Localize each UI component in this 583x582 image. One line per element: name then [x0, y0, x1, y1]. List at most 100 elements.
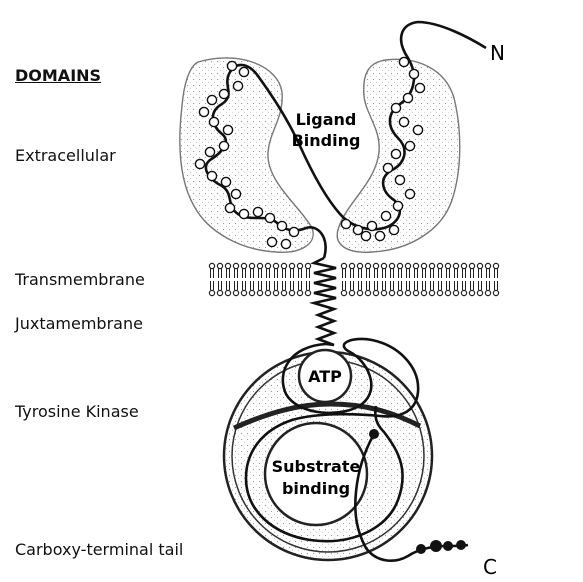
residue-marker [288, 226, 300, 238]
ligand-binding-label-line1: Ligand [296, 110, 357, 129]
lipid-tail [382, 281, 386, 290]
lipid-tail [282, 281, 286, 290]
lipid-head [224, 289, 232, 297]
lipid-head [248, 262, 256, 270]
lipid-tail [486, 268, 490, 278]
residue-marker [398, 116, 410, 128]
lipid-tail [430, 281, 434, 290]
lipid-head [208, 262, 216, 270]
lipid-head [304, 262, 312, 270]
lipid-bilayer [208, 262, 500, 297]
residue-marker [382, 162, 394, 174]
residue-marker [392, 200, 404, 212]
residue-marker [218, 140, 230, 152]
lipid-head [420, 262, 428, 270]
lipid-tail [234, 281, 238, 290]
phosphotyrosine-site [456, 540, 466, 550]
residue-marker [360, 230, 372, 242]
phosphotyrosine-site [430, 540, 442, 552]
lipid-head [396, 262, 404, 270]
residue-marker [414, 82, 426, 94]
lipid-head [460, 289, 468, 297]
lipid-tail [250, 268, 254, 278]
label-transmembrane: Transmembrane [15, 270, 145, 289]
lipid-head [412, 262, 420, 270]
lipid-head [380, 262, 388, 270]
lipid-head [372, 289, 380, 297]
lipid-head [460, 262, 468, 270]
lipid-head [280, 262, 288, 270]
residue-marker [352, 224, 364, 236]
substrate-binding-pocket [263, 421, 369, 527]
residue-marker [264, 212, 276, 224]
lipid-head [232, 289, 240, 297]
lipid-head [272, 289, 280, 297]
polypeptide-chain-kinase [244, 337, 420, 543]
atp-label: ATP [308, 367, 342, 386]
lipid-tail [446, 281, 450, 290]
lipid-head [404, 262, 412, 270]
lipid-head [224, 262, 232, 270]
lipid-tail [250, 281, 254, 290]
lipid-head [484, 289, 492, 297]
residue-marker [252, 206, 264, 218]
lipid-head [444, 289, 452, 297]
lipid-head [428, 289, 436, 297]
lipid-tail [358, 268, 362, 278]
lipid-tail [298, 268, 302, 278]
label-juxtamembrane: Juxtamembrane [15, 314, 143, 333]
lipid-head [296, 289, 304, 297]
lipid-head [248, 289, 256, 297]
residue-marker [194, 158, 206, 170]
lipid-tail [274, 268, 278, 278]
lipid-head [476, 289, 484, 297]
lipid-tail [462, 268, 466, 278]
residue-marker [206, 94, 218, 106]
phosphotyrosine-site [443, 541, 453, 551]
lipid-head [380, 289, 388, 297]
lipid-tail [210, 268, 214, 278]
lipid-tail [218, 268, 222, 278]
residue-marker [394, 174, 406, 186]
lipid-tail [390, 281, 394, 290]
lipid-head [256, 262, 264, 270]
residue-marker [198, 106, 210, 118]
lipid-tail [258, 281, 262, 290]
lipid-head [364, 262, 372, 270]
lipid-tail [462, 281, 466, 290]
lipid-head [256, 289, 264, 297]
residue-marker [402, 92, 414, 104]
lipid-head [340, 262, 348, 270]
lipid-tail [414, 281, 418, 290]
lipid-head [356, 289, 364, 297]
label-carboxy-terminal-tail: Carboxy-terminal tail [15, 540, 184, 559]
lipid-head [436, 262, 444, 270]
lipid-tail [494, 281, 498, 290]
lipid-tail [454, 268, 458, 278]
lipid-head [484, 262, 492, 270]
residue-marker [390, 148, 402, 160]
lipid-tail [274, 281, 278, 290]
residue-marker [340, 218, 352, 230]
lipid-tail [398, 268, 402, 278]
residue-marker [380, 210, 392, 222]
lipid-tail [470, 268, 474, 278]
lipid-head [296, 262, 304, 270]
residue-marker [218, 88, 230, 100]
lipid-tail [266, 281, 270, 290]
transmembrane-helix [308, 256, 339, 347]
extracellular-left-lobe [179, 57, 314, 253]
lipid-tail [494, 268, 498, 278]
n-terminus-label: N [490, 41, 505, 65]
lipid-tail [290, 268, 294, 278]
lipid-head [216, 289, 224, 297]
lipid-tail [390, 268, 394, 278]
lipid-tail [438, 268, 442, 278]
lipid-head [348, 289, 356, 297]
residue-marker [404, 188, 416, 200]
lipid-head [264, 289, 272, 297]
phosphotyrosine-site [416, 544, 426, 554]
residue-marker [232, 80, 244, 92]
lipid-tail [342, 281, 346, 290]
lipid-head [348, 262, 356, 270]
